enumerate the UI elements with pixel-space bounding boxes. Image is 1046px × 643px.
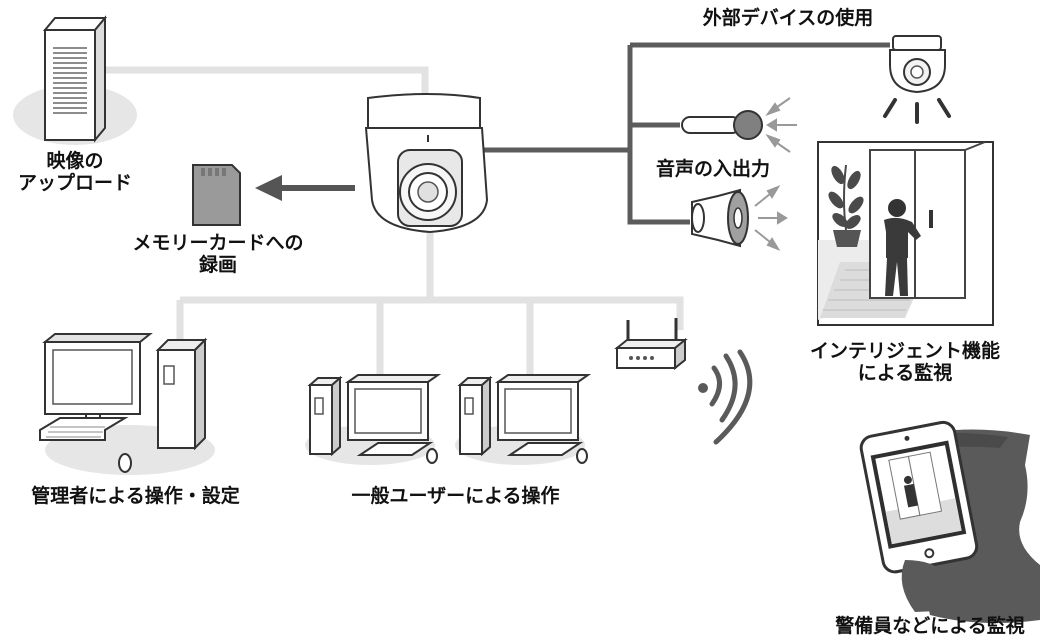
dark-connection-lines — [482, 42, 890, 225]
desktop-pc-icon — [305, 374, 442, 465]
intelligent-label-line1: インテリジェント機能 — [809, 340, 1000, 362]
desktop-pc-icon — [455, 374, 592, 465]
upload-label: 映像の アップロード — [0, 150, 150, 194]
guard-label-text: 警備員などによる監視 — [835, 615, 1025, 637]
smartphone-icon — [859, 420, 979, 612]
wifi-signal-icon — [698, 349, 753, 445]
sd-card-icon — [192, 164, 241, 226]
speaker-icon — [691, 184, 788, 252]
intelligent-label: インテリジェント機能 による監視 — [797, 340, 1013, 384]
guard-label: 警備員などによる監視 — [816, 615, 1044, 637]
audio-io-label: 音声の入出力 — [643, 158, 783, 180]
admin-label: 管理者による操作・設定 — [8, 485, 263, 507]
sd-record-label: メモリーカードへの 録画 — [118, 232, 318, 276]
audio-io-label-text: 音声の入出力 — [655, 158, 770, 180]
router-icon — [614, 318, 688, 371]
general-user-label: 一般ユーザーによる操作 — [328, 485, 583, 507]
sd-record-label-line1: メモリーカードへの — [132, 232, 304, 254]
light-connection-lines — [100, 66, 684, 375]
upload-label-line1: 映像の — [46, 150, 104, 172]
external-device-label-text: 外部デバイスの使用 — [702, 7, 874, 29]
sd-record-label-line2: 録画 — [198, 254, 237, 276]
admin-label-text: 管理者による操作・設定 — [31, 485, 240, 507]
intelligent-label-line2: による監視 — [857, 362, 953, 384]
upload-label-line2: アップロード — [17, 172, 132, 194]
server-icon — [13, 15, 137, 145]
desktop-pc-icon — [39, 333, 215, 475]
dome-camera-icon — [883, 35, 951, 124]
external-device-label: 外部デバイスの使用 — [698, 7, 878, 29]
general-user-label-text: 一般ユーザーによる操作 — [351, 485, 560, 507]
network-camera-icon — [364, 93, 489, 234]
record-arrow — [255, 175, 355, 201]
door-scene-icon — [817, 141, 994, 326]
microphone-icon — [681, 97, 797, 153]
